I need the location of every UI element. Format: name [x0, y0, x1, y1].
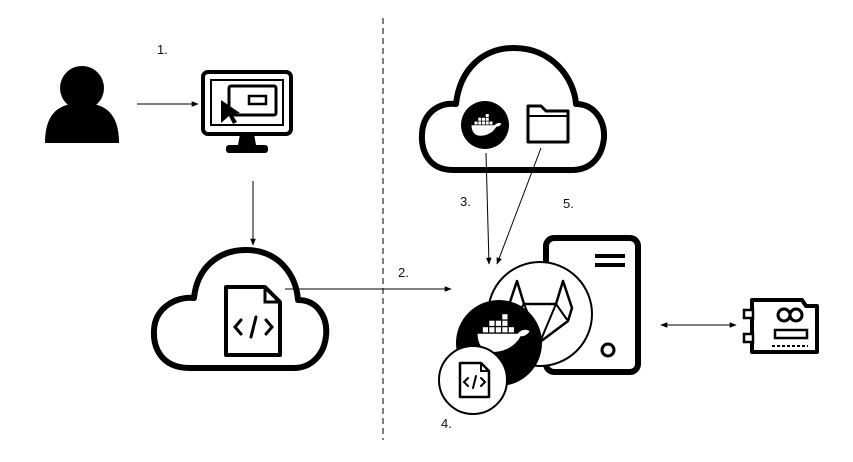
docker-icon [461, 101, 509, 149]
arrow-docker-to-server [485, 152, 492, 265]
step-2-label: 2. [398, 265, 409, 280]
computer-with-web-form-icon [201, 70, 293, 153]
folder-icon [526, 104, 570, 144]
cloud-with-code-file-icon [150, 247, 330, 371]
step-1-label: 1. [157, 42, 168, 57]
step-5-label: 5. [563, 196, 574, 211]
step-4-label: 4. [441, 416, 452, 431]
user-icon [45, 66, 119, 143]
code-file-icon [224, 285, 282, 357]
arduino-board-icon [742, 298, 819, 354]
arrow-folder-to-server [496, 147, 542, 265]
cloud-with-docker-and-folder-icon [418, 45, 608, 173]
step-3-label: 3. [460, 194, 471, 209]
code-file-icon [438, 345, 508, 415]
